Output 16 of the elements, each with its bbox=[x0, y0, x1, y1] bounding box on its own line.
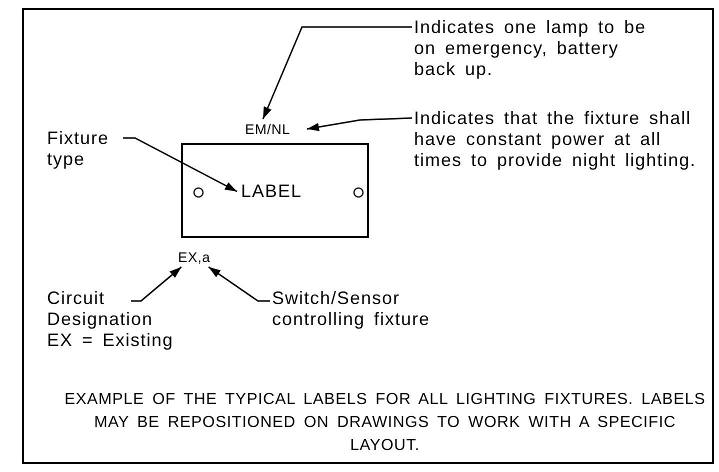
callout-note: Switch/Sensor controlling fixture bbox=[272, 288, 442, 330]
leader-line bbox=[306, 117, 412, 132]
callout-tag: EX,a bbox=[178, 249, 212, 265]
callout-note: Indicates that the fixture shall have constant power at all times to provide night lighting. bbox=[414, 108, 714, 171]
caption: EXAMPLE OF THE TYPICAL LABELS FOR ALL LIGHTING FIXTURES. LABELS MAY BE REPOSITIONED ON DRAWINGS TO WORK WITH A SPECIFIC LAYOUT. bbox=[64, 390, 706, 456]
fixture-type-label: LABEL bbox=[241, 181, 302, 202]
leader-line bbox=[262, 26, 412, 120]
leader-line bbox=[123, 137, 238, 192]
callout-note: Circuit Designation bbox=[47, 288, 154, 330]
callout-note: Fixture type bbox=[47, 128, 132, 170]
callout-tag: EM/NL bbox=[245, 121, 305, 137]
leader-line bbox=[131, 266, 182, 302]
fixture-box bbox=[181, 143, 369, 238]
leader-line bbox=[208, 266, 270, 302]
callout-note: Indicates one lamp to be on emergency, battery back up. bbox=[414, 17, 669, 80]
callout-note: EX = Existing bbox=[47, 330, 175, 351]
